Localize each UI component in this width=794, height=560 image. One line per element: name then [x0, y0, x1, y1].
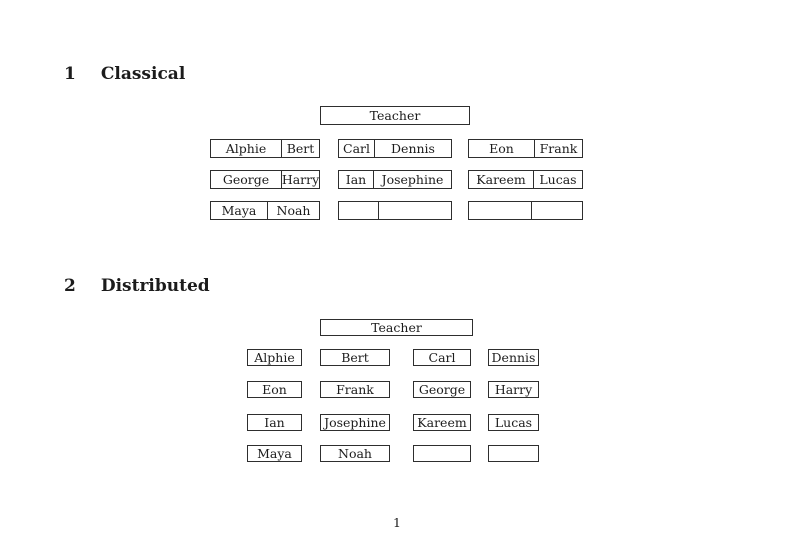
desk-seat-empty: [378, 202, 451, 219]
desk-classical: Alphie Bert: [210, 139, 320, 158]
desk-seat-empty: [531, 202, 582, 219]
desk-seat: Alphie: [225, 141, 267, 156]
desk-classical: Maya Noah: [210, 201, 320, 220]
desk-seat: Noah: [267, 202, 319, 219]
desk-seat: Carl: [343, 141, 370, 156]
seat-box: Alphie: [247, 349, 302, 366]
teacher-box-distributed: Teacher: [320, 319, 473, 336]
seat-box: Maya: [247, 445, 302, 462]
teacher-box-classical: Teacher: [320, 106, 470, 125]
seat-box: Bert: [320, 349, 390, 366]
desk-classical: George Harry: [210, 170, 320, 189]
seat-box: Dennis: [488, 349, 539, 366]
desk-seat: Kareem: [476, 172, 526, 187]
desk-classical: Eon Frank: [468, 139, 583, 158]
section-heading-distributed: 2 Distributed: [64, 275, 210, 297]
desk-seat-empty: [469, 202, 531, 219]
desk-seat: Bert: [281, 140, 319, 157]
section-heading-classical: 1 Classical: [64, 63, 185, 85]
section-title: Distributed: [100, 276, 210, 296]
desk-seat: George: [222, 172, 270, 187]
desk-classical: Carl Dennis: [338, 139, 452, 158]
seat-box: George: [413, 381, 471, 398]
desk-classical: [338, 201, 452, 220]
seat-box: Carl: [413, 349, 471, 366]
desk-classical: Ian Josephine: [338, 170, 452, 189]
desk-classical: Kareem Lucas: [468, 170, 583, 189]
desk-seat: Harry: [281, 171, 319, 188]
desk-seat: Dennis: [374, 140, 451, 157]
section-title: Classical: [100, 64, 186, 84]
desk-seat: Maya: [221, 203, 257, 218]
page-number: 1: [393, 515, 401, 530]
desk-seat-empty: [339, 202, 378, 219]
seat-box: Josephine: [320, 414, 390, 431]
seat-box: Eon: [247, 381, 302, 398]
seat-box-empty: [488, 445, 539, 462]
section-number: 2: [64, 276, 76, 296]
seat-box-empty: [413, 445, 471, 462]
seat-box: Noah: [320, 445, 390, 462]
seat-box: Kareem: [413, 414, 471, 431]
desk-seat: Eon: [489, 141, 514, 156]
desk-seat: Lucas: [533, 171, 582, 188]
seat-box: Frank: [320, 381, 390, 398]
desk-seat: Ian: [345, 172, 367, 187]
desk-seat: Josephine: [373, 171, 451, 188]
seat-box: Lucas: [488, 414, 539, 431]
desk-classical: [468, 201, 583, 220]
seat-box: Ian: [247, 414, 302, 431]
seat-box: Harry: [488, 381, 539, 398]
section-number: 1: [64, 64, 76, 84]
desk-seat: Frank: [534, 140, 582, 157]
